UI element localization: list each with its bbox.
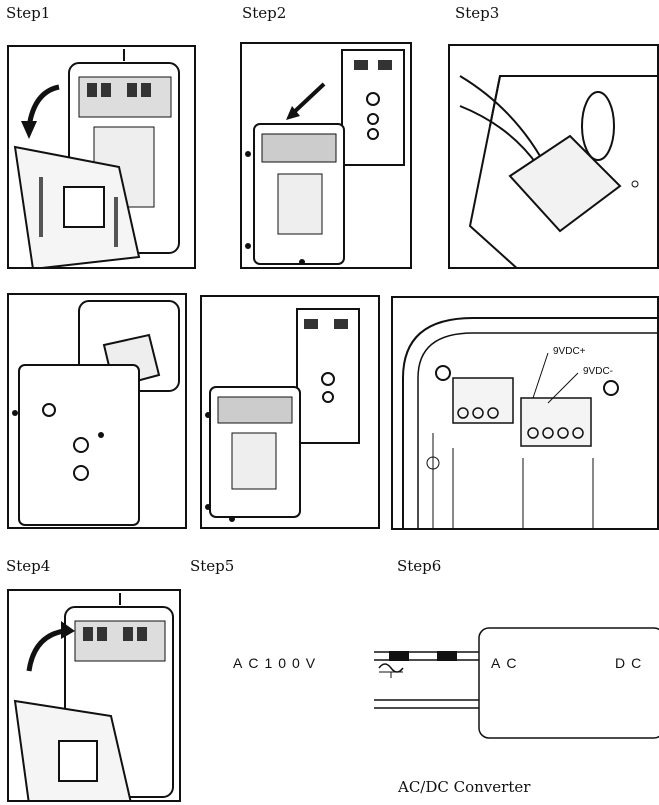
step1-illustration (7, 45, 196, 269)
step2-label: Step2 (242, 4, 287, 22)
step2-illustration (240, 42, 412, 269)
step6-label: Step6 (397, 557, 442, 575)
step4-label: Step4 (6, 557, 51, 575)
step4-illustration (7, 293, 187, 529)
converter-caption: AC/DC Converter (398, 778, 531, 796)
closing-illustration (7, 589, 181, 802)
sine-wave-icon (378, 663, 404, 673)
ac-input-label: AC100V (233, 655, 322, 671)
step5-label: Step5 (190, 557, 235, 575)
step3-label: Step3 (455, 4, 500, 22)
ac-side-label: AC (491, 655, 523, 671)
converter-diagram (374, 627, 659, 739)
step3-illustration (448, 44, 659, 269)
terminal-label-positive: 9VDC+ (553, 346, 586, 357)
dc-side-label: DC (615, 655, 648, 671)
step6-illustration: 9VDC+ 9VDC- (391, 296, 659, 530)
curved-arrow-icon (26, 628, 65, 672)
step1-label: Step1 (6, 4, 51, 22)
step5-illustration (200, 295, 380, 529)
terminal-label-negative: 9VDC- (583, 366, 613, 377)
